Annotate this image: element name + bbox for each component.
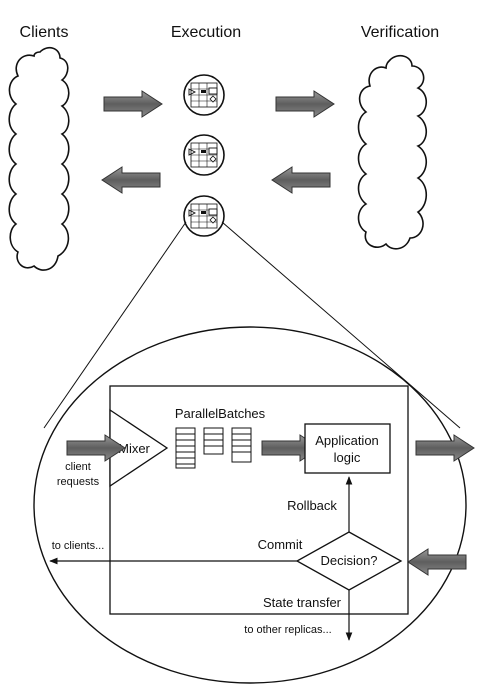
- flow-arrow-icon-verification-to-execution: [271, 166, 331, 194]
- zoom-line-right: [221, 221, 461, 429]
- replica-node-icon-3: [183, 195, 225, 237]
- batch-stack-2: [203, 427, 224, 455]
- application-logic-label-line1: Application: [315, 433, 379, 448]
- batch-stack-3: [231, 427, 252, 463]
- client-requests-label-line2: requests: [57, 476, 100, 488]
- application-logic-box: [304, 423, 391, 474]
- to-other-replicas-label: to other replicas...: [244, 624, 331, 636]
- state-transfer-label: State transfer: [263, 595, 342, 610]
- mixer-label: Mixer: [118, 441, 150, 456]
- flow-arrow-icon-execution-to-clients: [101, 166, 161, 194]
- execution-header: Execution: [171, 24, 241, 41]
- application-logic-label-line2: logic: [334, 450, 361, 465]
- replica-node-icon-2: [183, 134, 225, 176]
- flow-arrow-icon-execution-to-verification: [275, 90, 335, 118]
- verification-cloud-icon: [357, 54, 428, 250]
- clients-cloud-icon: [8, 46, 70, 271]
- replica-node-icon-1: [183, 74, 225, 116]
- flow-arrow-icon-clients-to-execution: [103, 90, 163, 118]
- rollback-label: Rollback: [287, 498, 337, 513]
- batch-stack-1: [175, 427, 196, 469]
- clients-header: Clients: [20, 24, 69, 41]
- parallel-batches-label: ParallelBatches: [175, 406, 266, 421]
- verification-header: Verification: [361, 24, 439, 41]
- zoom-line-left: [43, 221, 187, 429]
- decision-label: Decision?: [320, 553, 377, 568]
- to-clients-label: to clients...: [52, 540, 105, 552]
- client-requests-label-line1: client: [65, 461, 91, 473]
- commit-label: Commit: [258, 537, 303, 552]
